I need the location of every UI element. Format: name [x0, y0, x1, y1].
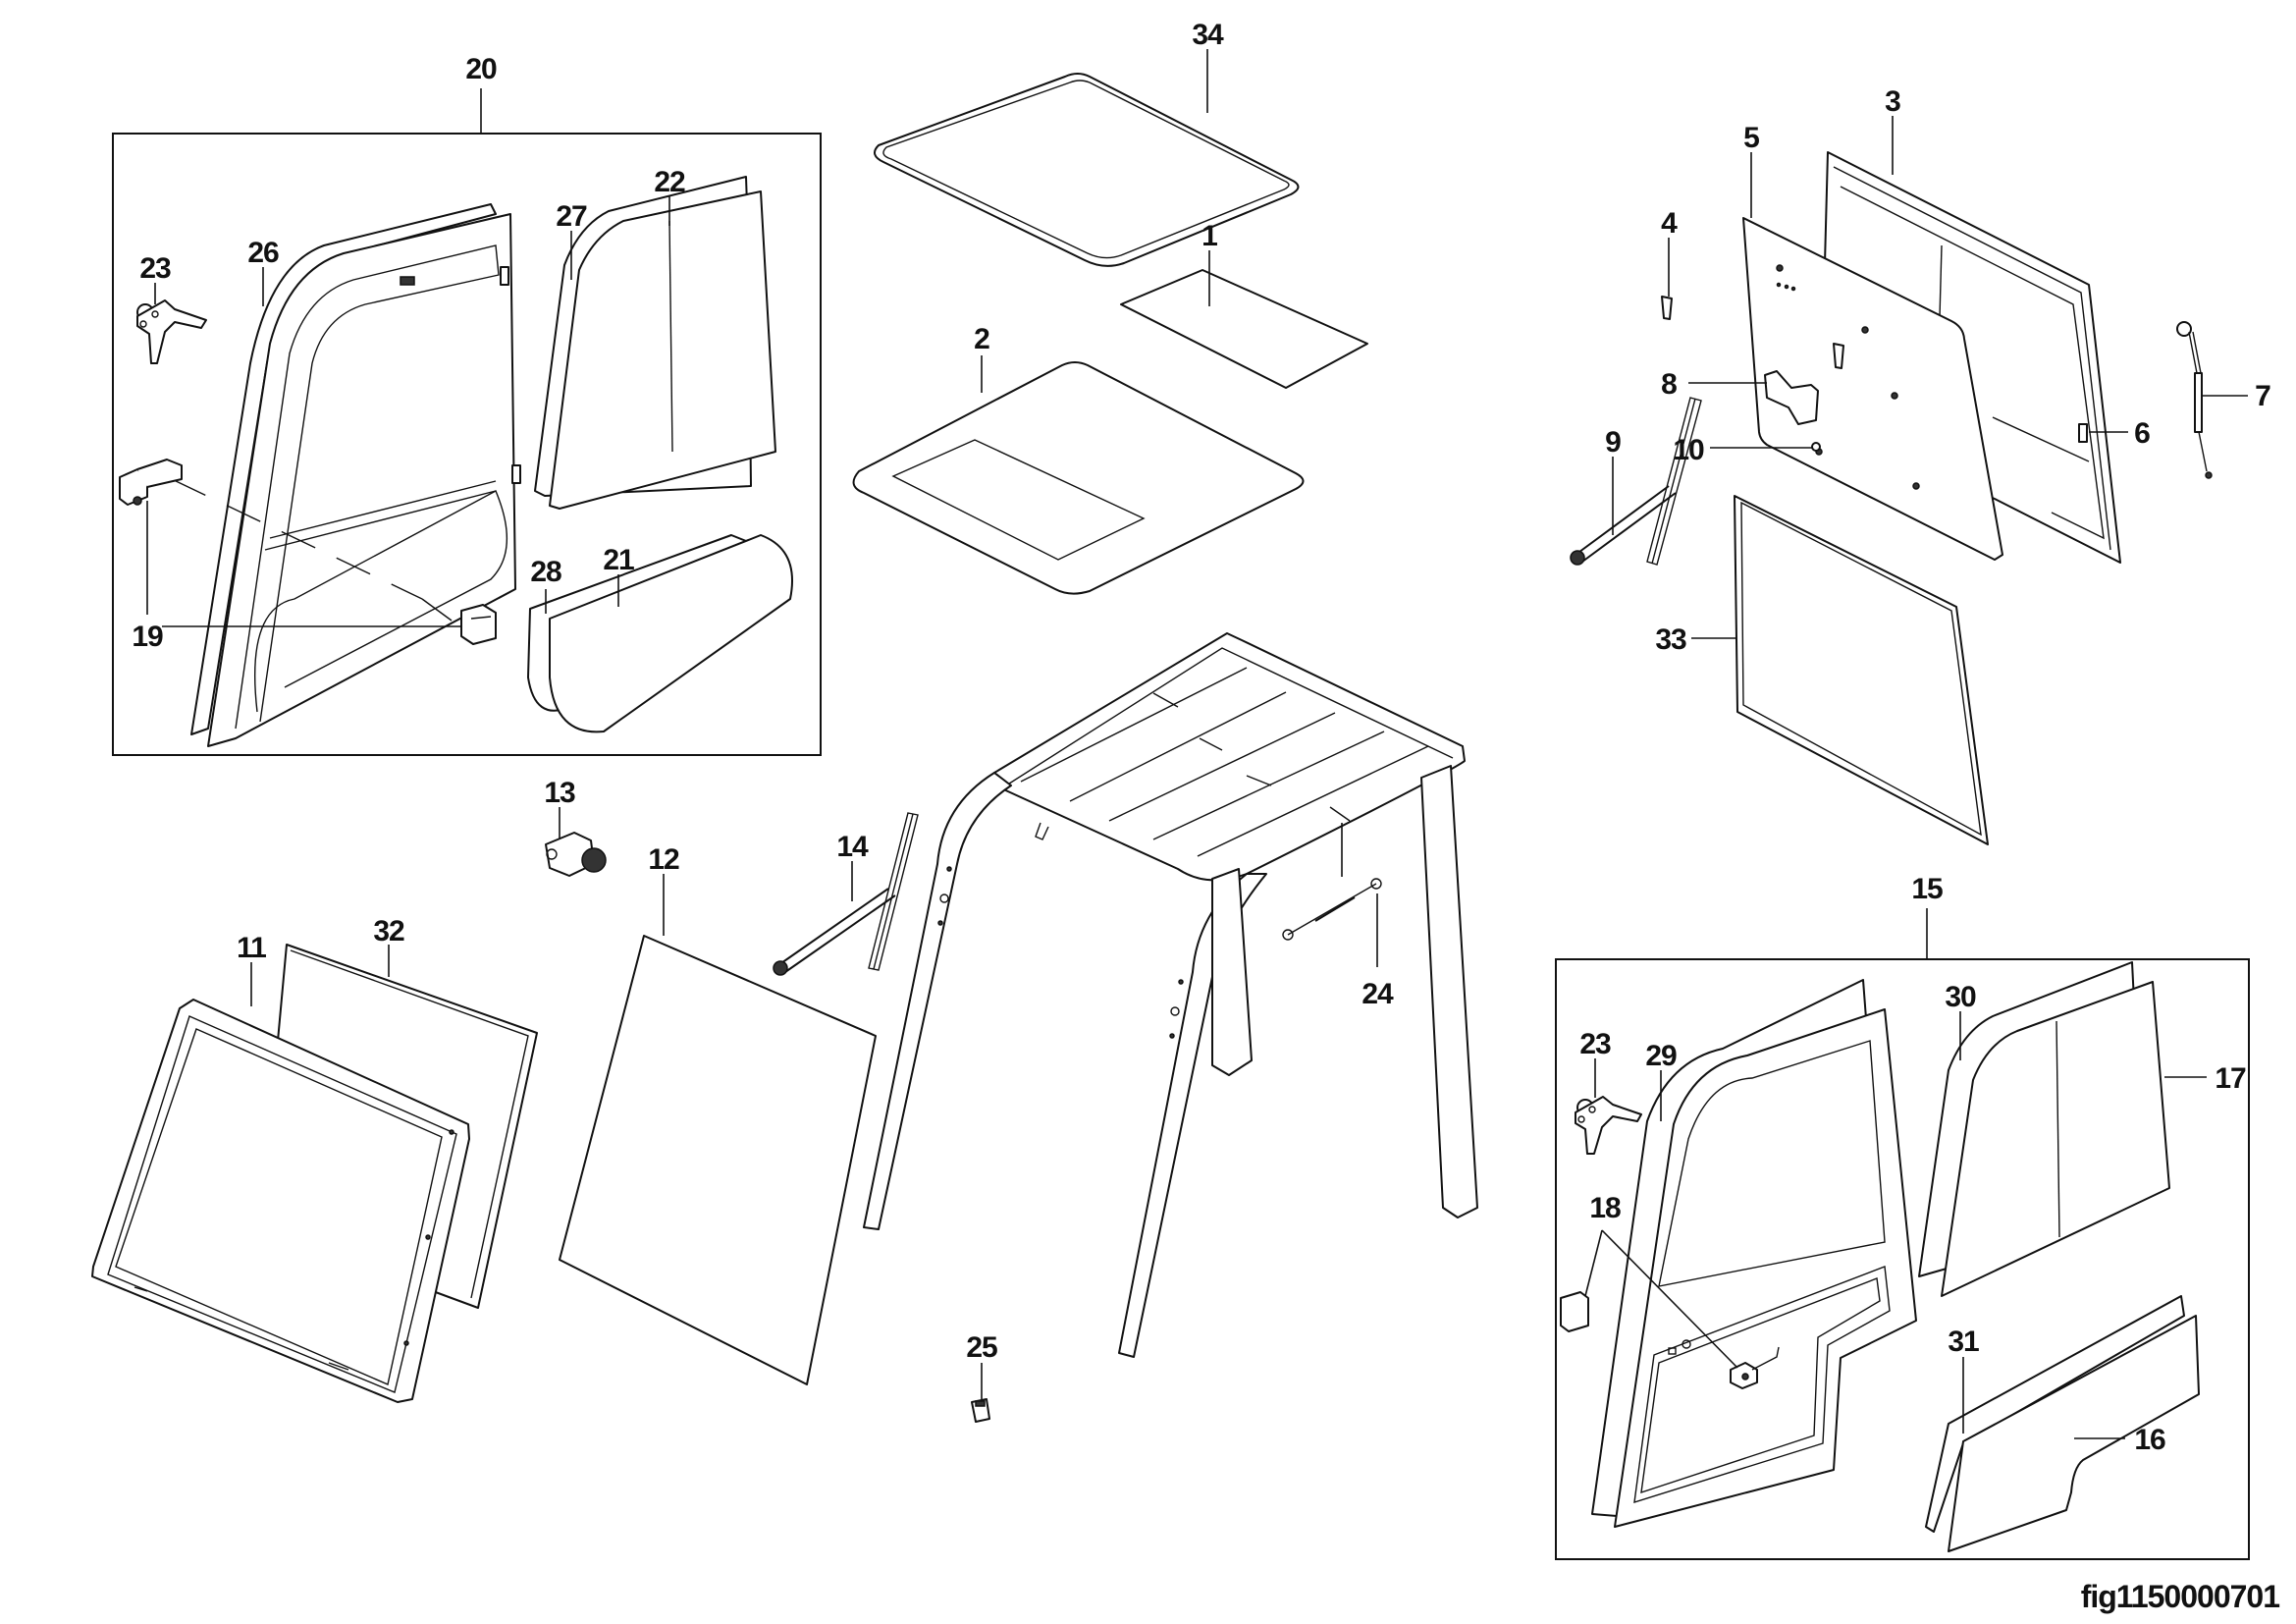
callout-14[interactable]: 14 [836, 831, 870, 863]
roof-glass-1 [1120, 269, 1368, 389]
rear-window-group: 3 5 4 8 10 6 [1570, 85, 2271, 845]
gas-strut-7 [2176, 321, 2213, 479]
right-door-assembly-group: 15 29 23 18 [1555, 873, 2250, 1560]
callout-15[interactable]: 15 [1911, 873, 1944, 905]
callout-23-right[interactable]: 23 [1579, 1028, 1612, 1060]
callout-26[interactable]: 26 [247, 237, 280, 269]
front-glass-12 [559, 935, 877, 1385]
callout-24[interactable]: 24 [1362, 978, 1395, 1010]
right-door-group-box [1555, 958, 2250, 1560]
door-frame [1614, 1008, 1917, 1528]
callout-23-left[interactable]: 23 [139, 252, 172, 285]
roof-seal-34 [874, 73, 1300, 267]
door-latch-icon [119, 459, 497, 645]
callout-34[interactable]: 34 [1192, 19, 1225, 51]
callout-17[interactable]: 17 [2215, 1062, 2247, 1095]
callout-29[interactable]: 29 [1645, 1040, 1678, 1072]
upper-door-glass-22 [549, 190, 776, 510]
callout-9[interactable]: 9 [1605, 426, 1622, 459]
door-frame [207, 213, 516, 747]
callout-1[interactable]: 1 [1201, 220, 1218, 252]
clip-4 [1661, 296, 1673, 320]
callout-19[interactable]: 19 [132, 621, 164, 653]
callout-2[interactable]: 2 [974, 323, 990, 355]
callout-22[interactable]: 22 [654, 166, 686, 198]
callout-10[interactable]: 10 [1673, 434, 1705, 466]
wiper-motor-icon [545, 832, 607, 877]
callout-27[interactable]: 27 [556, 200, 588, 233]
callout-11[interactable]: 11 [237, 932, 267, 964]
roof-parts-group: 34 1 2 [852, 19, 1368, 595]
rear-glass-seal-33 [1734, 495, 1989, 845]
callout-7[interactable]: 7 [2255, 380, 2271, 412]
rear-glass-5 [1742, 217, 2003, 561]
callout-30[interactable]: 30 [1945, 981, 1977, 1013]
wiper-motor-bracket-8 [1764, 370, 1819, 425]
roof-panel-2 [852, 361, 1305, 595]
callout-16[interactable]: 16 [2134, 1424, 2166, 1456]
door-lock-icon [1575, 1096, 1642, 1155]
callout-4[interactable]: 4 [1661, 207, 1679, 240]
callout-3[interactable]: 3 [1885, 85, 1901, 118]
front-window-frame-group [91, 944, 538, 1403]
callout-25[interactable]: 25 [966, 1331, 998, 1364]
callout-5[interactable]: 5 [1743, 122, 1760, 154]
callout-8[interactable]: 8 [1661, 368, 1678, 401]
gas-strut-24 [1282, 878, 1382, 941]
door-lock-icon [136, 299, 207, 364]
callout-12[interactable]: 12 [648, 843, 680, 876]
left-door-group-box [112, 133, 822, 756]
cab-frame-group [863, 632, 1478, 1358]
callout-6[interactable]: 6 [2134, 417, 2151, 450]
callout-31[interactable]: 31 [1948, 1326, 1980, 1358]
upper-door-glass-17 [1941, 981, 2170, 1297]
cab-frame [993, 632, 1466, 882]
callout-20[interactable]: 20 [465, 53, 498, 85]
lower-door-glass-21 [549, 534, 793, 733]
wiper-arm-14 [773, 812, 919, 976]
callout-33[interactable]: 33 [1655, 623, 1687, 656]
left-door-assembly-group: 20 23 26 [112, 53, 822, 756]
wiper-arm-9 [1570, 397, 1702, 566]
callout-18[interactable]: 18 [1589, 1192, 1622, 1224]
callout-13[interactable]: 13 [544, 777, 576, 809]
door-handle-icon [1560, 1291, 1780, 1389]
switch-icon [971, 1398, 990, 1423]
callout-28[interactable]: 28 [530, 556, 562, 588]
front-window-frame-11 [91, 999, 470, 1403]
callout-21[interactable]: 21 [603, 544, 635, 576]
callout-32[interactable]: 32 [373, 915, 405, 947]
figure-id: fig1150000701 [2081, 1579, 2280, 1614]
